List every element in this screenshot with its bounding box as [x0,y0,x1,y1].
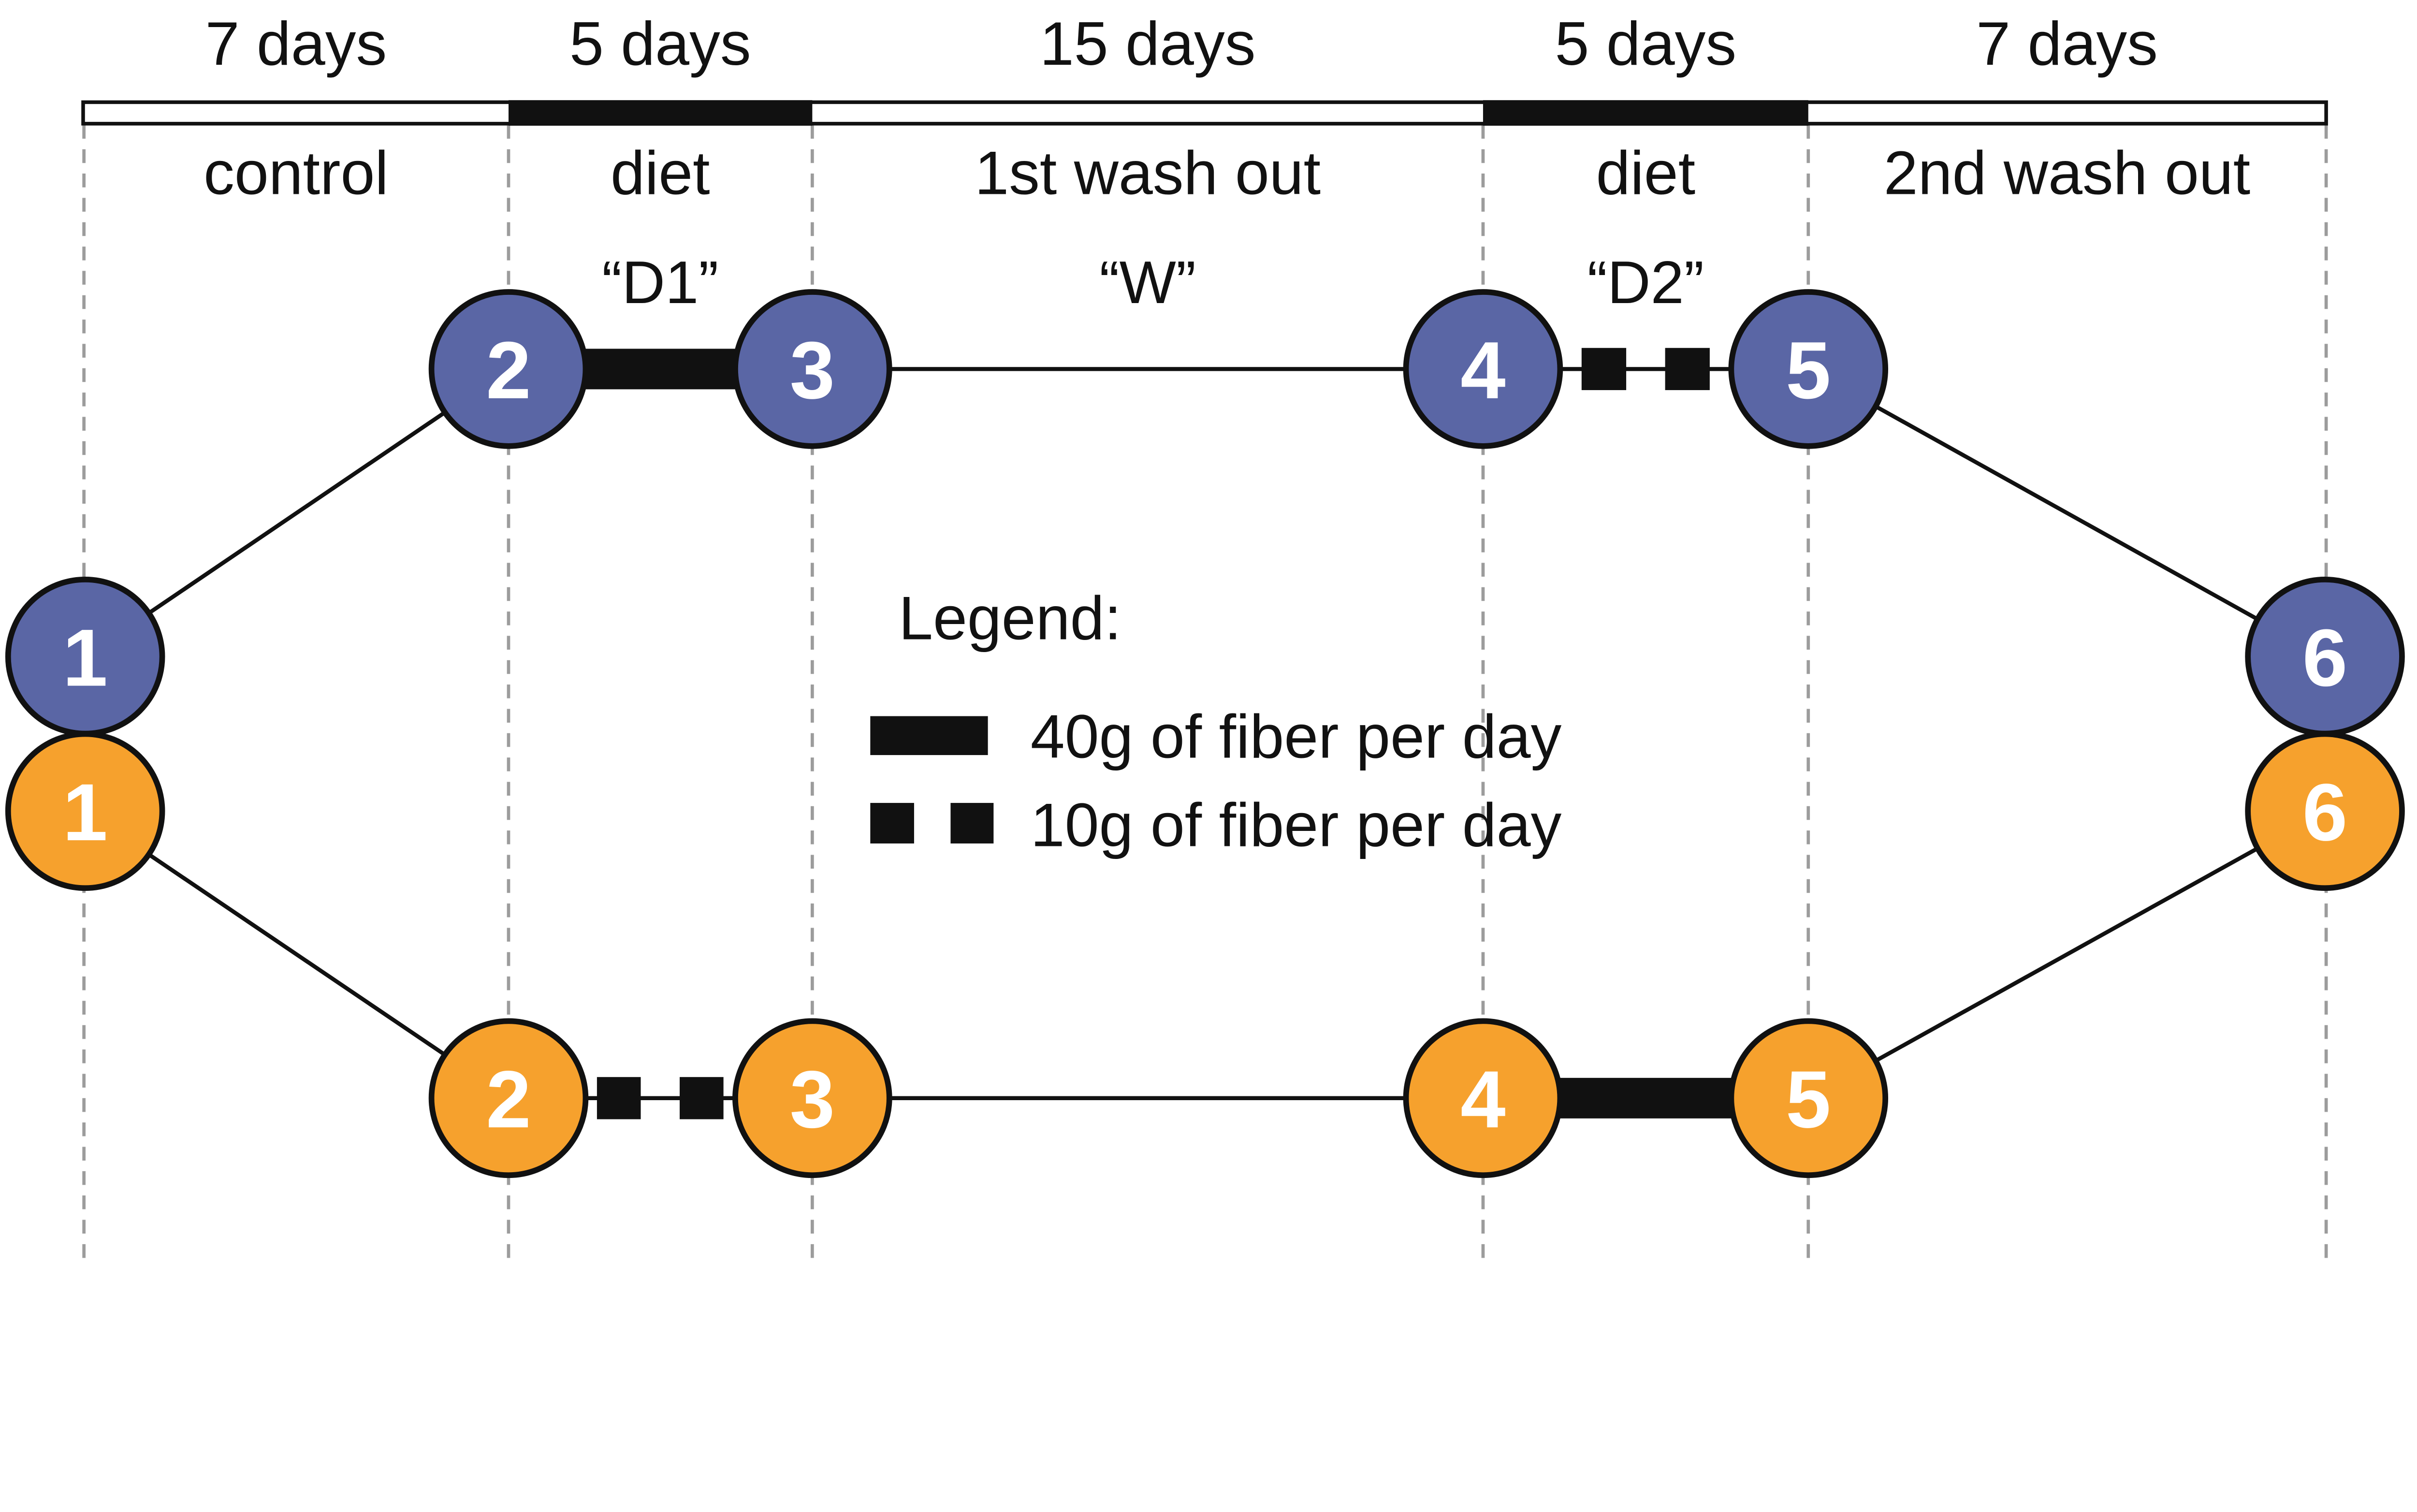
node-number: 3 [790,325,835,416]
phase-label: diet [1596,139,1696,208]
node-orange-6: 6 [2245,731,2405,891]
node-circle [2245,731,2405,891]
timeline-diet-segment-2 [1483,100,1808,126]
fiber-10g-square-orange [680,1077,724,1119]
legend-10g-square-icon [950,803,994,843]
node-circle [1403,289,1563,449]
node-blue-2: 2 [428,289,589,449]
phase-code-label: “D1” [602,249,718,316]
duration-label: 7 days [1976,10,2158,78]
node-number: 2 [486,1054,531,1145]
node-number: 5 [1786,325,1831,416]
phase-labels: control diet 1st wash out diet 2nd wash … [204,139,2250,208]
phase-code-labels: “D1” “W” “D2” [602,249,1704,316]
timeline-bar [81,100,2328,126]
duration-label: 7 days [205,10,387,78]
fiber-10g-square-orange [597,1077,641,1119]
connector-line [1874,846,2259,1063]
legend-10g-square-icon [870,803,914,843]
node-number: 2 [486,325,531,416]
phase-label: 2nd wash out [1884,139,2250,208]
phase-label: 1st wash out [975,139,1321,208]
node-circle [428,289,589,449]
node-circle [732,289,892,449]
node-blue-4: 4 [1403,289,1563,449]
blue-arm-nodes: 1 2 3 4 5 6 [5,289,2405,737]
duration-label: 5 days [569,10,751,78]
node-circle [732,1018,892,1178]
legend-item-40g: 40g of fiber per day [870,703,1562,771]
fiber-40g-bar-orange [1560,1077,1732,1119]
node-number: 1 [63,767,108,858]
duration-labels: 7 days 5 days 15 days 5 days 7 days [205,10,2158,78]
study-design-diagram: 7 days 5 days 15 days 5 days 7 days cont… [5,10,2405,1269]
node-orange-1: 1 [5,731,165,891]
node-blue-6: 6 [2245,576,2405,737]
node-circle [1728,1018,1889,1178]
node-number: 4 [1460,325,1505,416]
node-orange-4: 4 [1403,1018,1563,1178]
timeline-bar-outline [81,100,2328,126]
phase-label: diet [611,139,710,208]
fiber-10g-square-blue [1665,348,1710,391]
node-number: 1 [63,612,108,703]
connector-line [147,410,446,615]
node-blue-3: 3 [732,289,892,449]
node-number: 3 [790,1054,835,1145]
node-orange-5: 5 [1728,1018,1889,1178]
orange-arm-nodes: 1 2 3 4 5 6 [5,731,2405,1178]
connector-line [147,853,446,1057]
node-blue-5: 5 [1728,289,1889,449]
timeline-diet-segment-1 [509,100,813,126]
node-number: 4 [1460,1054,1505,1145]
node-circle [1728,289,1889,449]
node-blue-1: 1 [5,576,165,737]
node-number: 6 [2302,767,2347,858]
study-design-figure: 7 days 5 days 15 days 5 days 7 days cont… [5,9,2405,1269]
node-circle [5,731,165,891]
node-number: 5 [1786,1054,1831,1145]
duration-label: 15 days [1040,10,1256,78]
legend-item-label: 40g of fiber per day [1031,703,1562,771]
phase-code-label: “D2” [1587,249,1704,316]
node-number: 6 [2302,612,2347,703]
phase-label: control [204,139,389,208]
legend-item-10g: 10g of fiber per day [870,791,1562,860]
duration-label: 5 days [1555,10,1737,78]
legend-40g-swatch-icon [870,716,988,756]
node-circle [1403,1018,1563,1178]
connector-line [1874,404,2259,621]
phase-code-label: “W” [1099,249,1196,316]
connector-lines [147,367,2259,1101]
node-orange-3: 3 [732,1018,892,1178]
fiber-10g-square-blue [1581,348,1627,391]
fiber-40g-bar-blue [577,349,743,390]
fiber-dose-markers [577,348,1732,1119]
node-orange-2: 2 [428,1018,589,1178]
legend-item-label: 10g of fiber per day [1031,791,1562,860]
legend: Legend: 40g of fiber per day 10g of fibe… [870,584,1562,860]
legend-title: Legend: [899,584,1121,653]
node-circle [428,1018,589,1178]
